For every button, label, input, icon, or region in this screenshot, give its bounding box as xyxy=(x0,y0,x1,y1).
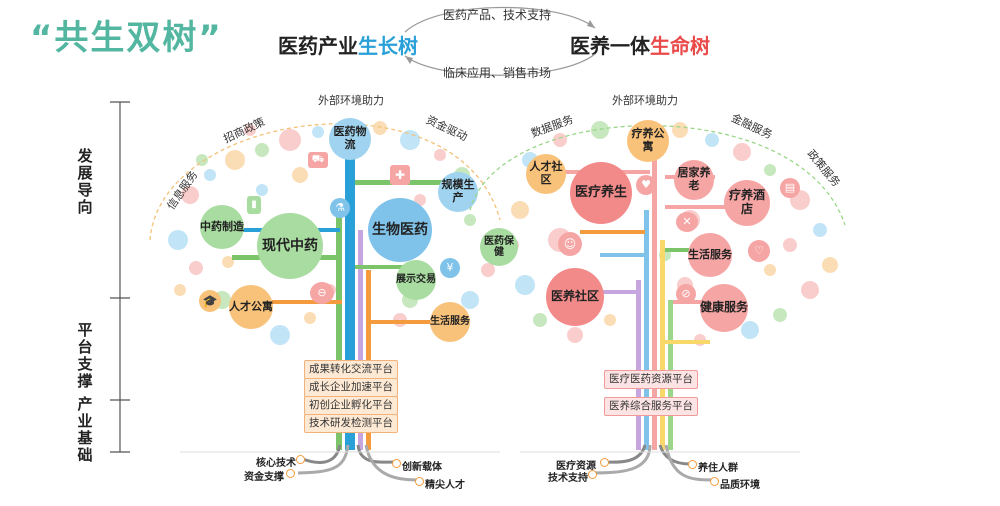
axis-platform-label: 平台支撑 xyxy=(77,321,93,390)
node-scale-production: 规模生产 xyxy=(438,172,478,212)
graduation-cap-icon: 🎓 xyxy=(199,290,221,312)
right-tree-title-b: 生命树 xyxy=(650,34,710,58)
node-modern-tcm: 现代中药 xyxy=(257,213,323,279)
truck-icon: ⛟ xyxy=(308,152,328,168)
medicine-box-icon: ✚ xyxy=(390,165,410,185)
right-root-tech-support: 技术支持 xyxy=(548,473,588,484)
exchange-arrows xyxy=(404,6,596,76)
axis-bracket xyxy=(110,101,130,453)
node-talent-community: 人才社区 xyxy=(526,154,566,194)
right-platform-2: 医养综合服务平台 xyxy=(604,397,698,416)
axis-base-label: 产业基础 xyxy=(77,395,93,464)
left-root-funding-dot xyxy=(286,469,295,478)
node-exhibition-trade: 展示交易 xyxy=(396,260,436,300)
node-medical-wellness: 医疗养生 xyxy=(570,162,632,224)
axis-dev-label: 发展导向 xyxy=(77,147,93,216)
flask-icon: ⚗ xyxy=(330,198,350,218)
pills-icon: ⊖ xyxy=(310,282,334,304)
handshake-icon: ♡ xyxy=(748,240,770,262)
right-root-environment-dot xyxy=(710,477,719,486)
left-root-talent-dot xyxy=(415,477,424,486)
heartbeat-icon: ♥ xyxy=(636,175,656,195)
node-medical-community: 医养社区 xyxy=(546,268,604,326)
node-health-care: 医药保健 xyxy=(480,228,518,266)
node-biomedicine: 生物医药 xyxy=(368,198,432,262)
node-life-service-left: 生活服务 xyxy=(430,302,470,342)
right-root-environment: 品质环境 xyxy=(720,480,760,491)
left-root-core-tech-dot xyxy=(296,455,305,464)
left-platform-4: 技术研发检测平台 xyxy=(304,414,398,433)
node-health-service: 健康服务 xyxy=(700,284,748,332)
right-root-residents: 养住人群 xyxy=(698,463,738,474)
node-sanatorium-apartment: 疗养公寓 xyxy=(627,120,669,162)
right-platform-1: 医疗医药资源平台 xyxy=(604,370,698,389)
node-tcm-manufacturing: 中药制造 xyxy=(200,205,244,249)
node-pharma-logistics: 医药物流 xyxy=(329,118,371,160)
page-title: “共生双树” xyxy=(30,18,223,58)
right-arc-top-label: 外部环境助力 xyxy=(612,94,678,107)
node-home-elderly-care: 居家养老 xyxy=(674,160,714,200)
node-life-service-right: 生活服务 xyxy=(688,233,732,277)
utensils-icon: ✕ xyxy=(676,212,698,232)
doctor-icon: ☺ xyxy=(558,232,582,256)
left-tree-title-b: 生长树 xyxy=(358,34,418,58)
right-tree-title-a: 医养一体 xyxy=(570,34,650,58)
node-sanatorium-hotel: 疗养酒店 xyxy=(724,180,770,226)
pill-icon: ⊘ xyxy=(676,284,696,304)
left-tree-title-a: 医药产业 xyxy=(278,34,358,58)
left-root-core-tech: 核心技术 xyxy=(256,458,296,469)
right-root-medical-resource: 医疗资源 xyxy=(556,461,596,472)
left-platform-3: 初创企业孵化平台 xyxy=(304,396,398,415)
left-root-funding: 资金支撑 xyxy=(244,472,284,483)
left-root-innovation-dot xyxy=(392,459,401,468)
document-icon: ▤ xyxy=(780,178,800,198)
top-arrow-label: 医药产品、技术支持 xyxy=(443,8,552,22)
right-root-residents-dot xyxy=(688,460,697,469)
left-root-talent: 精尖人才 xyxy=(425,480,465,491)
node-talent-apartment: 人才公寓 xyxy=(229,285,273,329)
coin-icon: ¥ xyxy=(440,258,460,278)
right-root-tech-support-dot xyxy=(588,470,597,479)
left-arc-top-label: 外部环境助力 xyxy=(318,94,384,107)
bottle-icon: ▮ xyxy=(247,196,261,214)
bottom-arrow-label: 临床应用、销售市场 xyxy=(443,66,552,80)
right-root-medical-resource-dot xyxy=(600,458,609,467)
left-tree-title: 医药产业生长树 xyxy=(278,30,418,59)
right-tree-title: 医养一体生命树 xyxy=(570,30,710,59)
left-root-innovation: 创新载体 xyxy=(402,462,442,473)
